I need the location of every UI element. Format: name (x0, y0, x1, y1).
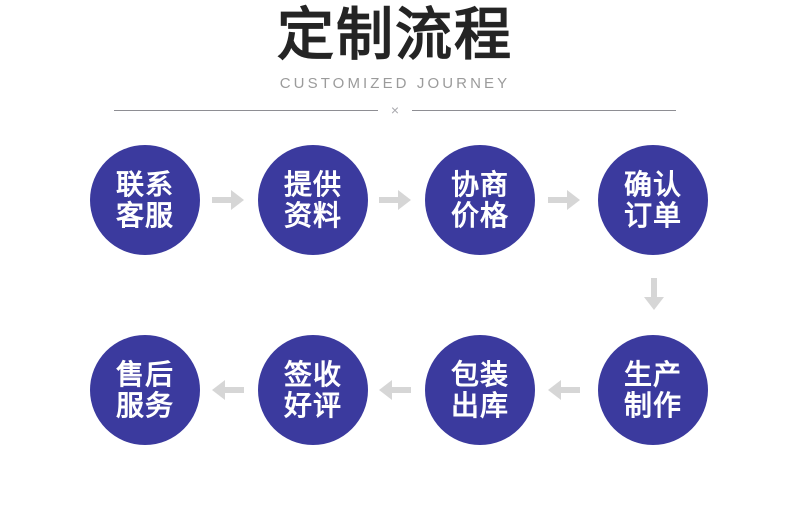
flow-node-label-line2: 资料 (283, 199, 342, 232)
arrow-right-icon (548, 190, 580, 210)
divider-x-mark: × (390, 102, 400, 118)
flow-node-label-line2: 订单 (623, 199, 682, 232)
arrow-right-icon (379, 190, 411, 210)
flow-node-sign-and-review[interactable]: 签收 好评 (258, 335, 368, 445)
arrow-right-icon (212, 190, 244, 210)
flow-node-production[interactable]: 生产 制作 (598, 335, 708, 445)
flow-node-contact-support[interactable]: 联系 客服 (90, 145, 200, 255)
flow-node-label-line2: 制作 (623, 389, 682, 422)
flow-node-label-line1: 协商 (450, 168, 509, 201)
flow-node-label-line1: 签收 (283, 358, 342, 391)
flow-node-label-line2: 出库 (450, 389, 509, 422)
page-title: 定制流程 (277, 2, 513, 68)
flow-node-label-line1: 售后 (115, 358, 174, 391)
arrow-left-icon (379, 380, 411, 400)
flow-node-confirm-order[interactable]: 确认 订单 (598, 145, 708, 255)
flow-node-label-line1: 提供 (283, 168, 342, 201)
flow-node-packaging-shipment[interactable]: 包装 出库 (425, 335, 535, 445)
flow-node-label-line1: 确认 (623, 168, 682, 201)
flow-node-label-line1: 包装 (450, 358, 509, 391)
page-subtitle: CUSTOMIZED JOURNEY (279, 75, 511, 92)
flow-node-after-sales-service[interactable]: 售后 服务 (90, 335, 200, 445)
flow-node-label-line2: 价格 (450, 199, 509, 232)
divider-line-right (412, 109, 676, 111)
flow-node-provide-materials[interactable]: 提供 资料 (258, 145, 368, 255)
arrow-down-icon (644, 278, 664, 310)
flow-node-label-line2: 好评 (283, 389, 342, 422)
arrow-left-icon (548, 380, 580, 400)
section-divider: × (114, 101, 676, 119)
flow-node-label-line1: 联系 (115, 168, 174, 201)
arrow-left-icon (212, 380, 244, 400)
header-block: 定制流程 CUSTOMIZED JOURNEY (0, 0, 790, 93)
flow-node-label-line2: 客服 (115, 199, 174, 232)
divider-line-left (114, 109, 378, 111)
flow-node-label-line2: 服务 (115, 389, 174, 422)
flow-node-negotiate-price[interactable]: 协商 价格 (425, 145, 535, 255)
flow-node-label-line1: 生产 (623, 358, 682, 391)
